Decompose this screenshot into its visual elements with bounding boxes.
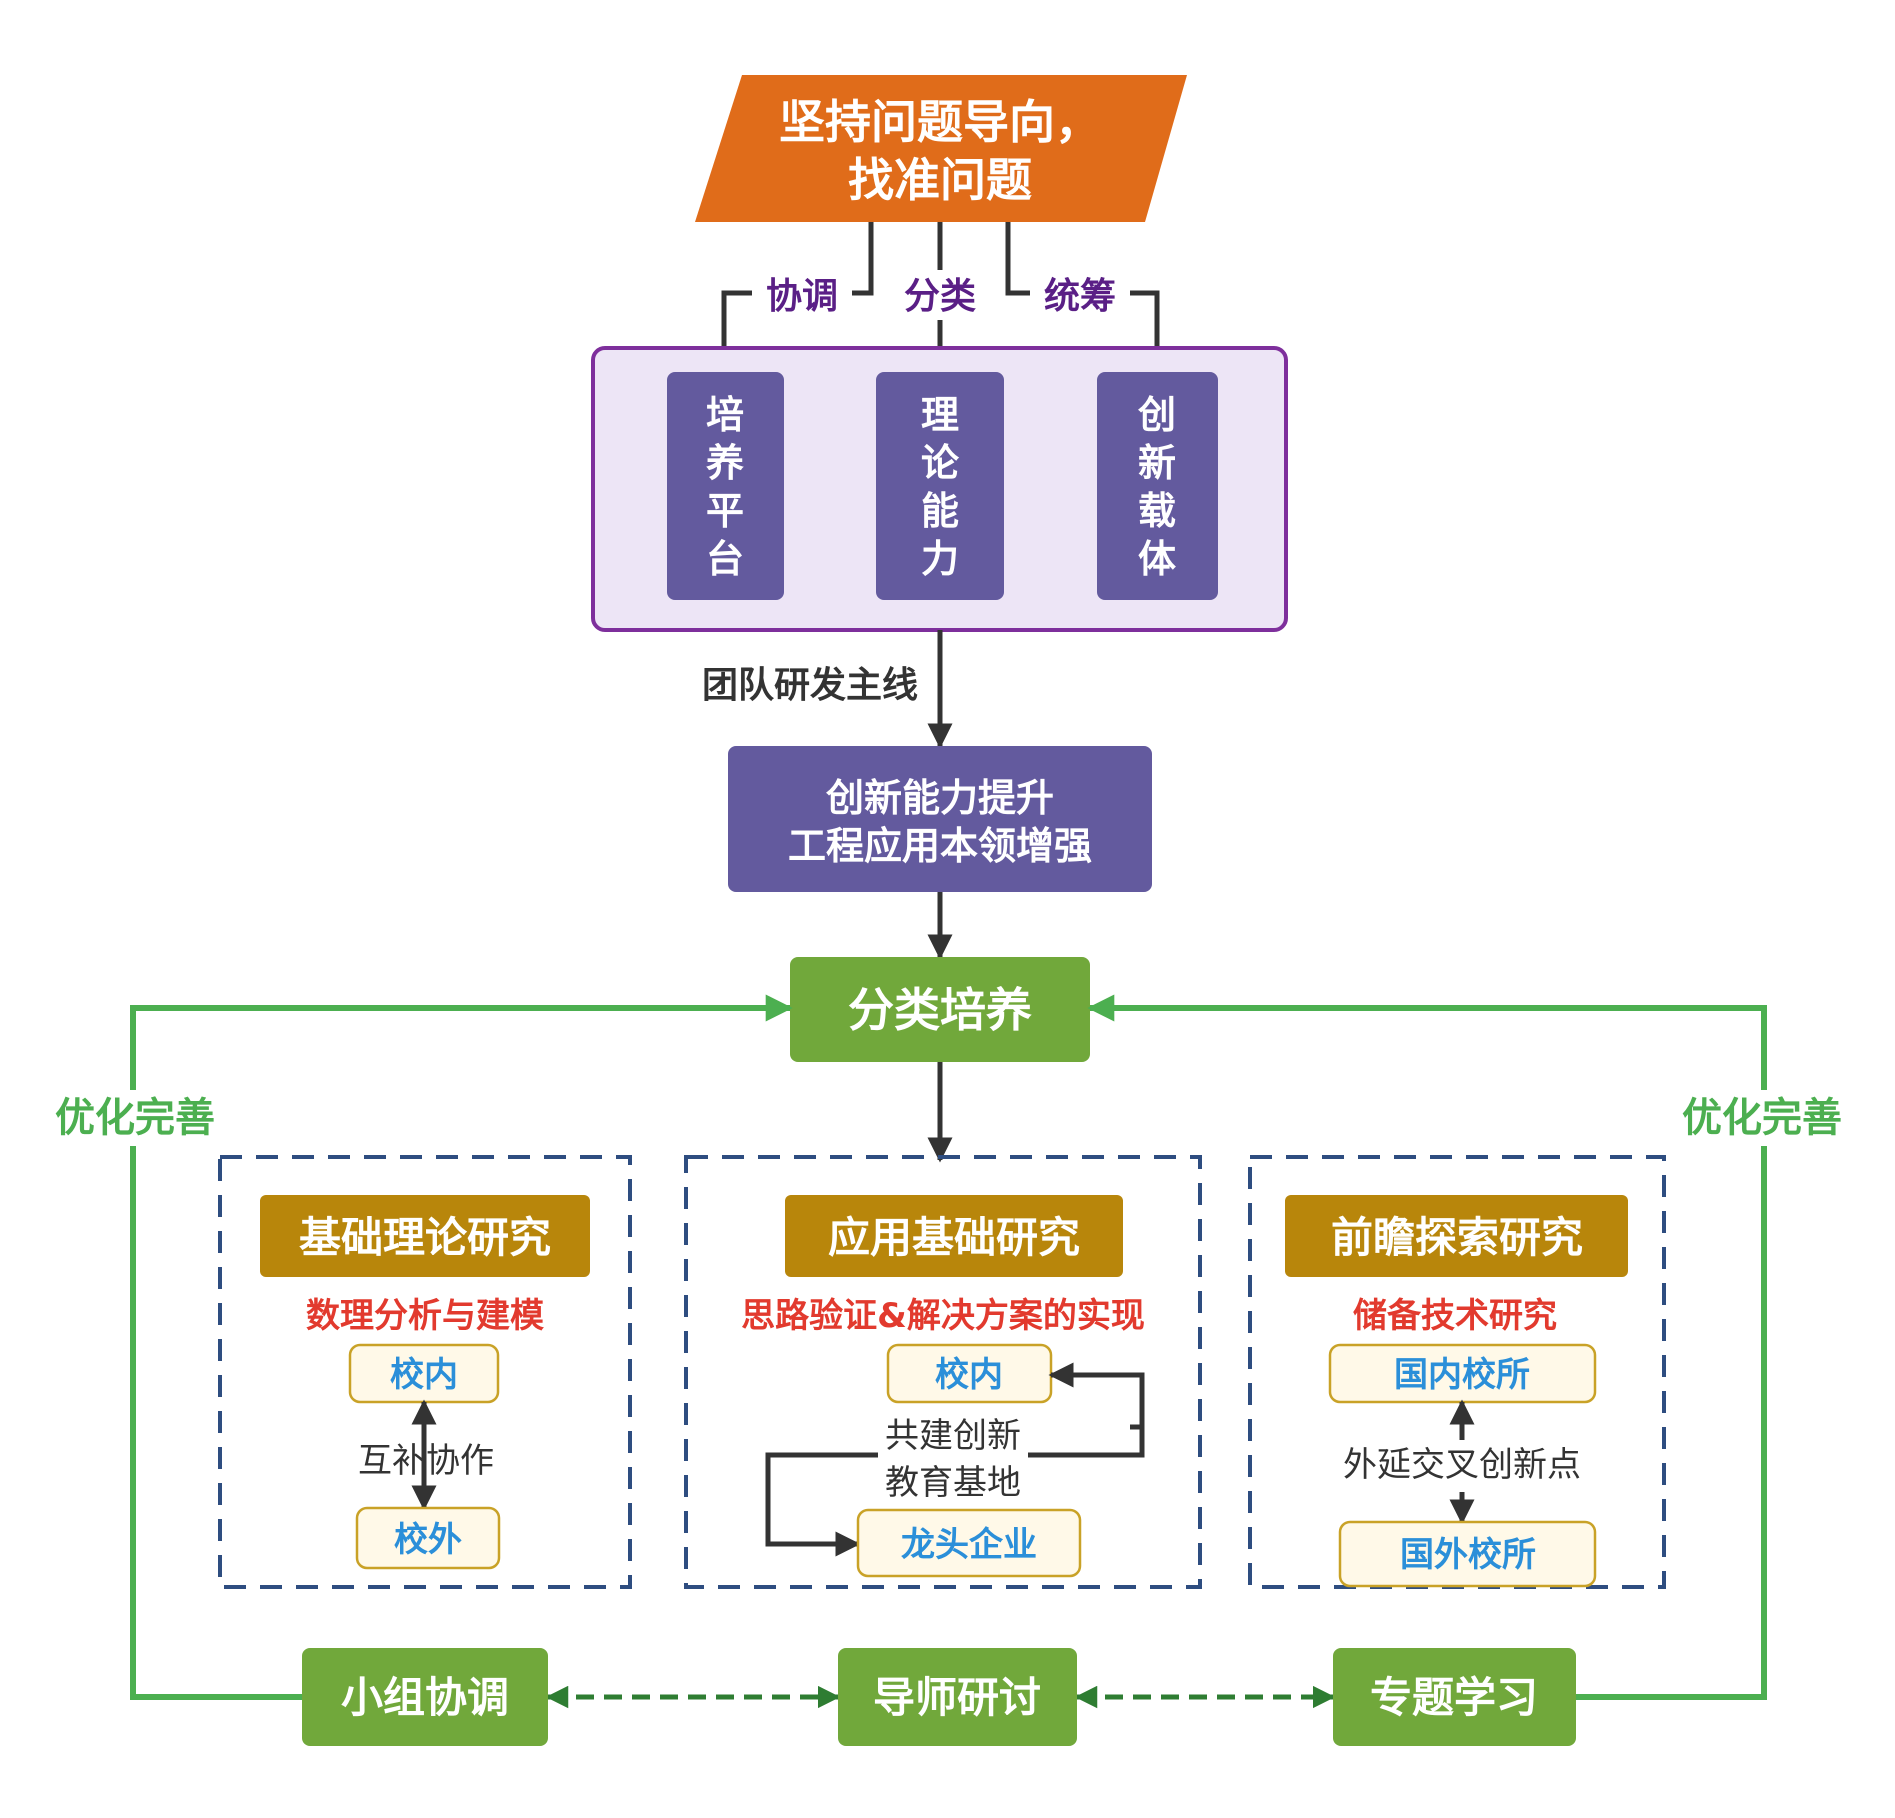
- pillar3-char-3: 载: [1138, 489, 1176, 533]
- section-applied-basic: 应用基础研究 思路验证&解决方案的实现 校内 共建创新 教育基地 龙头企业: [684, 1155, 1202, 1589]
- pillar1-char-2: 养: [706, 441, 744, 485]
- section2-title: 应用基础研究: [828, 1213, 1080, 1262]
- loop-label-left: 优化完善: [55, 1095, 215, 1141]
- pillar2-char-2: 论: [921, 441, 960, 485]
- section1-title: 基础理论研究: [299, 1213, 551, 1262]
- section1-subtitle: 数理分析与建模: [306, 1296, 544, 1336]
- goal-box: 创新能力提升 工程应用本领增强: [728, 746, 1152, 892]
- pillar1-char-3: 平: [706, 489, 744, 533]
- section-frontier-exploration: 前瞻探索研究 储备技术研究 国内校所 外延交叉创新点 国外校所: [1248, 1155, 1666, 1589]
- pillar1-char-1: 培: [706, 393, 744, 437]
- pillar3-char-1: 创: [1138, 393, 1176, 437]
- section3-middle: 外延交叉创新点: [1343, 1445, 1581, 1485]
- pillar-theory-ability: 理 论 能 力: [876, 372, 1004, 600]
- classify-label: 分类培养: [848, 983, 1032, 1037]
- feedback-loops: [130, 994, 1767, 1700]
- section2-subtitle: 思路验证&解决方案的实现: [741, 1296, 1145, 1336]
- bottom-box-group-coordination: 小组协调: [302, 1648, 548, 1746]
- bottom-label-2: 导师研讨: [873, 1673, 1041, 1722]
- section2-middle-2: 教育基地: [885, 1463, 1021, 1503]
- section3-bottom-box: 国外校所: [1400, 1535, 1536, 1575]
- bottom-box-tutor-seminar: 导师研讨: [838, 1648, 1077, 1746]
- pillar-training-platform: 培 养 平 台: [667, 372, 784, 600]
- pillar1-char-4: 台: [706, 537, 744, 581]
- pillar-innovation-carrier: 创 新 载 体: [1097, 372, 1218, 600]
- problem-line-2: 找准问题: [848, 153, 1032, 207]
- branch-label-coordinate: 协调: [766, 276, 838, 317]
- classify-box: 分类培养: [790, 957, 1090, 1062]
- problem-line-1: 坚持问题导向，: [779, 95, 1101, 149]
- pillar3-char-2: 新: [1138, 441, 1176, 485]
- section2-bottom-box: 龙头企业: [901, 1525, 1037, 1565]
- section3-subtitle: 储备技术研究: [1353, 1296, 1557, 1336]
- section2-middle-1: 共建创新: [885, 1416, 1021, 1456]
- section3-title: 前瞻探索研究: [1331, 1213, 1583, 1262]
- goal-line-2: 工程应用本领增强: [788, 824, 1092, 868]
- section3-top-box: 国内校所: [1394, 1355, 1530, 1395]
- branch-label-classify: 分类: [904, 276, 976, 317]
- section1-bottom-box: 校外: [394, 1520, 462, 1560]
- section1-top-box: 校内: [390, 1355, 458, 1395]
- section1-middle: 互补协作: [358, 1441, 494, 1481]
- problem-orientation-box: 坚持问题导向， 找准问题: [695, 75, 1187, 222]
- mainline-label: 团队研发主线: [702, 665, 918, 706]
- pillar3-char-4: 体: [1138, 537, 1176, 581]
- section2-top-box: 校内: [935, 1355, 1003, 1395]
- pillar2-char-3: 能: [921, 489, 959, 533]
- bottom-label-3: 专题学习: [1370, 1673, 1538, 1722]
- bottom-label-1: 小组协调: [341, 1673, 509, 1722]
- section-basic-theory: 基础理论研究 数理分析与建模 校内 互补协作 校外: [218, 1155, 632, 1589]
- pillar2-char-1: 理: [921, 393, 959, 437]
- loop-label-right: 优化完善: [1682, 1095, 1842, 1141]
- goal-line-1: 创新能力提升: [826, 776, 1054, 820]
- pillar2-char-4: 力: [921, 537, 959, 581]
- bottom-box-topic-study: 专题学习: [1333, 1648, 1576, 1746]
- branch-label-plan: 统筹: [1044, 276, 1116, 317]
